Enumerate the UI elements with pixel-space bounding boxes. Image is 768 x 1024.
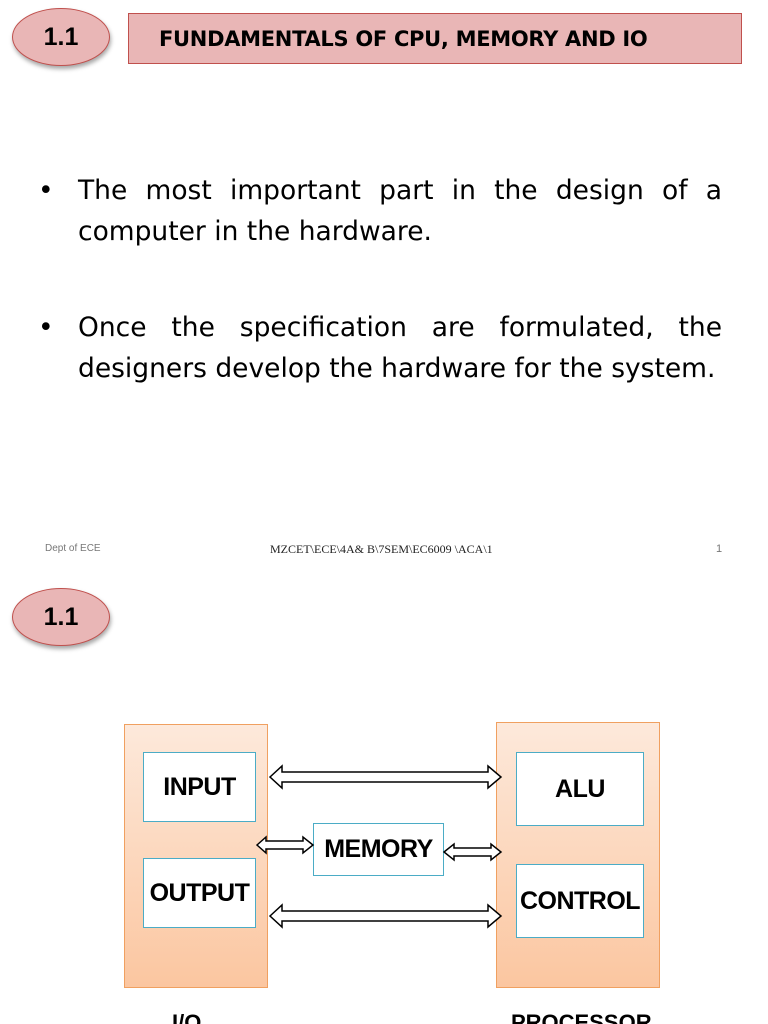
input-alu-arrow: [268, 764, 503, 790]
control-unit: CONTROL: [516, 864, 644, 938]
connection-arrows: [255, 764, 503, 929]
slide-2: 1.1 INPUT OUTPUT MEMORY ALU CONTROL I/O …: [0, 580, 768, 1024]
footer-page-number: 1: [716, 543, 723, 555]
section-badge: 1.1: [12, 588, 110, 646]
slide-1: 1.1 FUNDAMENTALS OF CPU, MEMORY AND IO •…: [12, 8, 742, 556]
slide-title: FUNDAMENTALS OF CPU, MEMORY AND IO: [128, 13, 742, 64]
memory-unit: MEMORY: [313, 823, 444, 876]
bullet-text: The most important part in the design of…: [78, 175, 722, 247]
bullet-item: • The most important part in the design …: [38, 170, 722, 252]
memory-processor-arrow: [442, 842, 503, 862]
output-unit: OUTPUT: [143, 858, 256, 928]
input-unit: INPUT: [143, 752, 256, 822]
footer-course-code: MZCET\ECE\4A& B\7SEM\EC6009 \ACA\1: [270, 542, 493, 556]
bullet-text: Once the specification are formulated, t…: [78, 312, 722, 384]
output-control-arrow: [268, 903, 503, 929]
alu-unit: ALU: [516, 752, 644, 826]
bullet-list: • The most important part in the design …: [38, 170, 722, 444]
processor-label: PROCESSOR: [511, 1010, 652, 1024]
io-label: I/O: [172, 1010, 202, 1024]
bullet-item: • Once the specification are formulated,…: [38, 307, 722, 389]
footer-dept: Dept of ECE: [45, 543, 101, 554]
section-badge: 1.1: [12, 8, 110, 66]
bullet-icon: •: [38, 175, 54, 206]
io-memory-arrow: [255, 835, 315, 855]
bullet-icon: •: [38, 312, 54, 343]
